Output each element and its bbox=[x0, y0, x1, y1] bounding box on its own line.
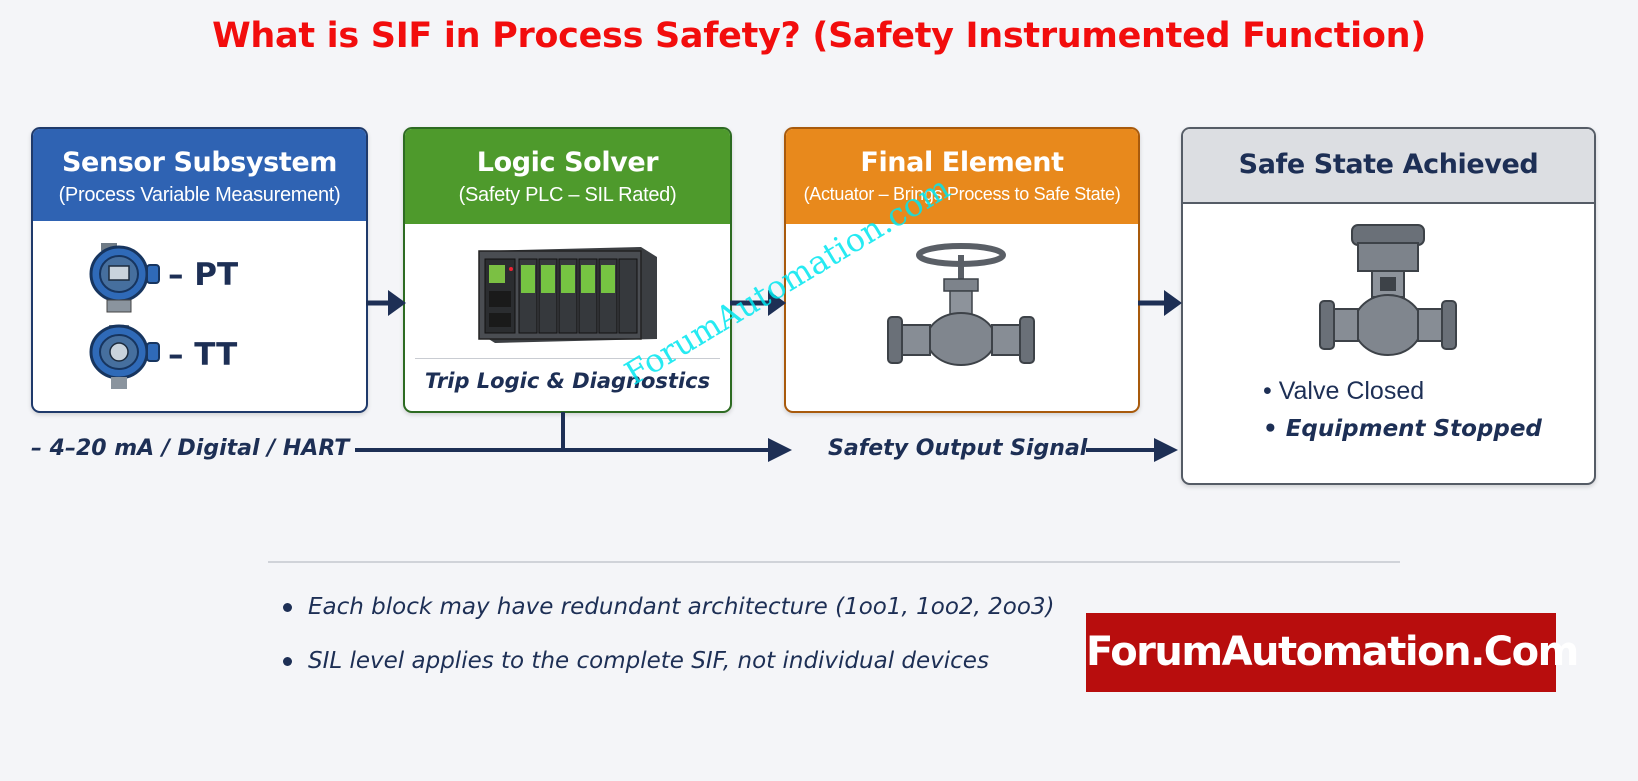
bullet-dot bbox=[283, 603, 292, 612]
safe-state-block: Safe State Achieved • Valve Closed • Equ… bbox=[1181, 127, 1596, 485]
note-redundancy-text: Each block may have redundant architectu… bbox=[308, 594, 1055, 620]
safe-state-bullets: • Valve Closed • Equipment Stopped bbox=[1263, 377, 1542, 452]
globe-valve-icon bbox=[887, 243, 1035, 366]
bullet-dot bbox=[283, 657, 292, 666]
final-block-header: Final Element (Actuator – Brings Process… bbox=[786, 129, 1138, 224]
trip-logic-caption: Trip Logic & Diagnostics bbox=[415, 358, 720, 393]
sensor-block-title: Sensor Subsystem bbox=[61, 147, 337, 178]
sensor-item-pt: – PT bbox=[168, 257, 239, 293]
safe-bullet-equipment-stopped: • Equipment Stopped bbox=[1263, 416, 1542, 442]
output-signal-label: Safety Output Signal bbox=[828, 436, 1088, 461]
sensor-subsystem-block: Sensor Subsystem (Process Variable Measu… bbox=[31, 127, 368, 413]
final-element-block: Final Element (Actuator – Brings Process… bbox=[784, 127, 1140, 413]
sensor-item-tt: – TT bbox=[168, 337, 238, 373]
logic-block-subtitle: (Safety PLC – SIL Rated) bbox=[458, 184, 677, 206]
closed-valve-icon bbox=[1319, 224, 1457, 356]
input-signal-label: – 4–20 mA / Digital / HART bbox=[31, 436, 350, 461]
arrow-right-icon bbox=[388, 290, 406, 316]
logic-block-title: Logic Solver bbox=[476, 147, 659, 178]
page-title: What is SIF in Process Safety? (Safety I… bbox=[212, 16, 1426, 56]
sensor-block-header: Sensor Subsystem (Process Variable Measu… bbox=[33, 129, 366, 221]
note-sil-level: SIL level applies to the complete SIF, n… bbox=[283, 648, 989, 674]
arrow-right-icon bbox=[1164, 290, 1182, 316]
logic-solver-block: Logic Solver (Safety PLC – SIL Rated) Tr… bbox=[403, 127, 732, 413]
brand-banner: ForumAutomation.Com bbox=[1086, 613, 1579, 692]
sensor-block-subtitle: (Process Variable Measurement) bbox=[58, 184, 341, 206]
arrow-right-icon bbox=[768, 290, 786, 316]
final-block-subtitle: (Actuator – Brings Process to Safe State… bbox=[803, 184, 1121, 204]
pressure-transmitter-icon bbox=[89, 243, 160, 389]
safe-block-header: Safe State Achieved bbox=[1183, 129, 1594, 204]
safety-plc-icon bbox=[478, 247, 657, 343]
safe-block-title: Safe State Achieved bbox=[1238, 149, 1539, 180]
section-divider bbox=[268, 561, 1400, 563]
note-sil-level-text: SIL level applies to the complete SIF, n… bbox=[308, 648, 989, 674]
logic-block-header: Logic Solver (Safety PLC – SIL Rated) bbox=[405, 129, 730, 224]
safe-bullet-valve-closed: • Valve Closed bbox=[1263, 377, 1425, 405]
arrow-right-icon bbox=[768, 438, 792, 462]
arrow-right-icon bbox=[1154, 438, 1178, 462]
note-redundancy: Each block may have redundant architectu… bbox=[283, 594, 1055, 620]
final-block-title: Final Element bbox=[860, 147, 1064, 178]
